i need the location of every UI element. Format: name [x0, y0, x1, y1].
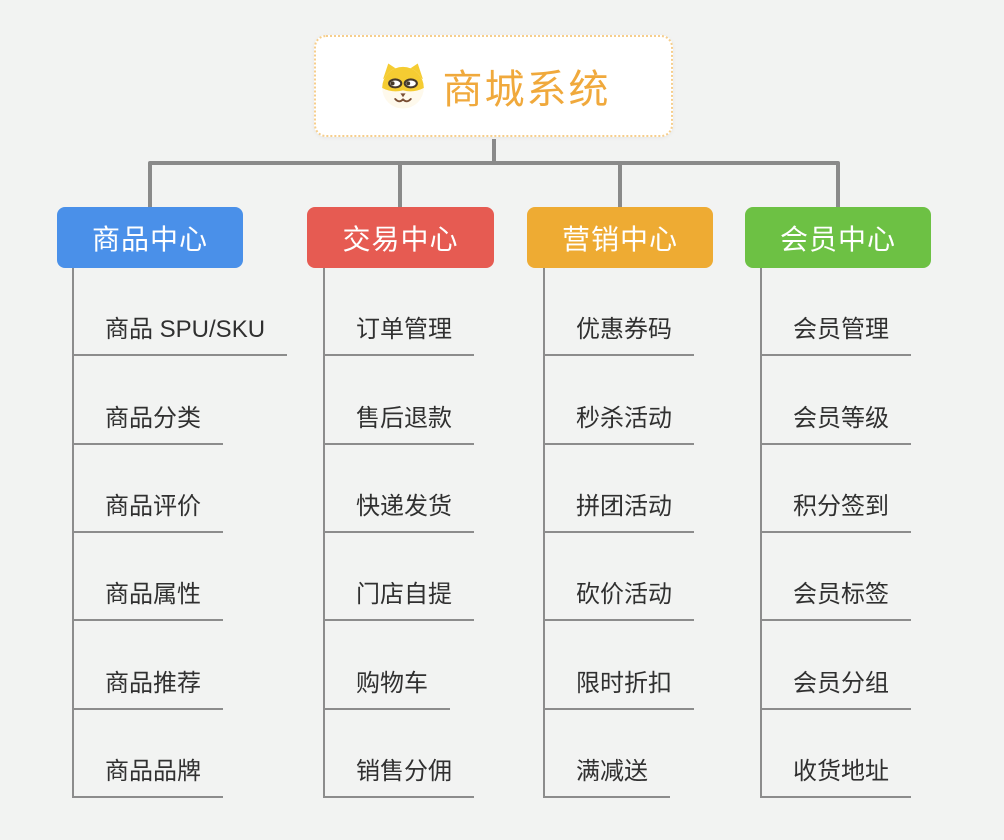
leaf-item[interactable]: 门店自提 — [323, 580, 474, 622]
leaf-item[interactable]: 订单管理 — [323, 315, 474, 357]
leaf-item[interactable]: 商品分类 — [72, 404, 223, 445]
leaf-item[interactable]: 会员标签 — [760, 580, 911, 622]
leaf-item[interactable]: 积分签到 — [760, 492, 911, 533]
leaf-item[interactable]: 商品 SPU/SKU — [72, 315, 288, 357]
branch-children-trade: 订单管理 售后退款 快递发货 门店自提 购物车 销售分佣 — [323, 268, 474, 798]
root-title: 商城系统 — [442, 68, 611, 112]
branch-children-product: 商品 SPU/SKU 商品分类 商品评价 商品属性 商品推荐 商品品牌 — [72, 268, 288, 798]
leaf-item[interactable]: 会员管理 — [760, 315, 911, 357]
leaf-item[interactable]: 商品品牌 — [72, 757, 223, 798]
connector-branch-drop — [836, 163, 840, 207]
leaf-item[interactable]: 商品属性 — [72, 580, 223, 622]
connector-branch-drop — [398, 163, 402, 207]
branch-node-trade-center[interactable]: 交易中心 — [307, 207, 494, 268]
connector-branch-drop — [618, 163, 622, 207]
leaf-item[interactable]: 收货地址 — [760, 757, 911, 798]
leaf-item[interactable]: 限时折扣 — [543, 669, 694, 710]
connector-vertical-line — [323, 268, 325, 798]
leaf-item[interactable]: 会员等级 — [760, 404, 911, 445]
leaf-item[interactable]: 秒杀活动 — [543, 404, 694, 445]
branch-node-member-center[interactable]: 会员中心 — [745, 207, 931, 268]
leaf-item[interactable]: 砍价活动 — [543, 580, 694, 622]
branch-node-product-center[interactable]: 商品中心 — [57, 207, 243, 268]
branch-children-marketing: 优惠券码 秒杀活动 拼团活动 砍价活动 限时折扣 满减送 — [543, 268, 694, 798]
branch-children-member: 会员管理 会员等级 积分签到 会员标签 会员分组 收货地址 — [760, 268, 911, 798]
leaf-item[interactable]: 售后退款 — [323, 404, 474, 445]
connector-horizontal-bar — [148, 161, 840, 165]
leaf-item[interactable]: 快递发货 — [323, 492, 474, 533]
connector-root-drop — [492, 139, 496, 163]
leaf-item[interactable]: 商品推荐 — [72, 669, 223, 710]
leaf-item[interactable]: 优惠券码 — [543, 315, 694, 357]
leaf-item[interactable]: 购物车 — [323, 669, 450, 710]
connector-vertical-line — [543, 268, 545, 798]
leaf-item[interactable]: 会员分组 — [760, 669, 911, 710]
connector-vertical-line — [760, 268, 762, 798]
branch-node-marketing-center[interactable]: 营销中心 — [527, 207, 713, 268]
connector-branch-drop — [148, 163, 152, 207]
connector-vertical-line — [72, 268, 74, 798]
leaf-item[interactable]: 商品评价 — [72, 492, 223, 533]
shiba-dog-icon — [381, 63, 424, 109]
leaf-item[interactable]: 满减送 — [543, 757, 670, 798]
leaf-item[interactable]: 销售分佣 — [323, 757, 474, 798]
root-node[interactable]: 商城系统 — [314, 35, 673, 137]
leaf-item[interactable]: 拼团活动 — [543, 492, 694, 533]
